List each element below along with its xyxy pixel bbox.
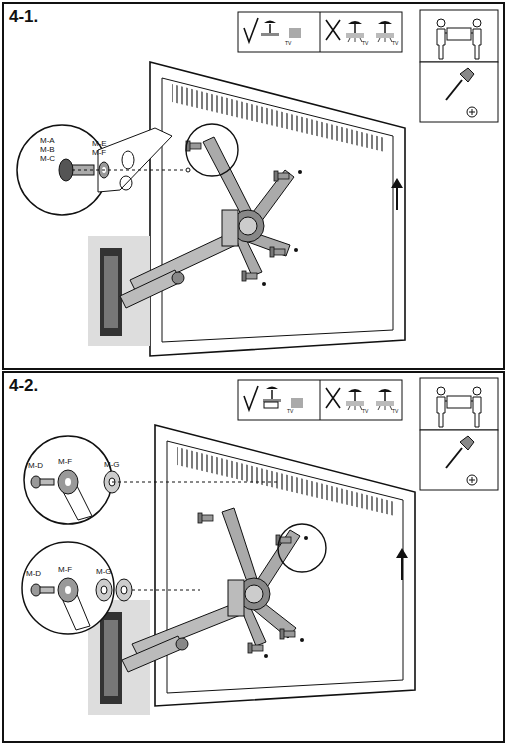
- part-label: M-G: [104, 461, 120, 469]
- part-label: M-B: [40, 146, 55, 154]
- part-label: M-A: [40, 137, 55, 145]
- icon-label: TV: [392, 409, 398, 414]
- icon-label: TV: [287, 409, 293, 414]
- part-label: M-G: [96, 568, 112, 576]
- icon-label: TV: [362, 409, 368, 414]
- part-label: M-F: [58, 566, 72, 574]
- step-number: 4-2.: [9, 377, 38, 394]
- part-label: M-F: [92, 149, 106, 157]
- icon-label: TV: [362, 41, 368, 46]
- icon-label: TV: [285, 41, 291, 46]
- part-label: M-E: [92, 140, 107, 148]
- part-label: M-D: [28, 462, 43, 470]
- part-label: M-C: [40, 155, 55, 163]
- icon-label: TV: [392, 41, 398, 46]
- part-label: M-F: [58, 458, 72, 466]
- part-label: M-D: [26, 570, 41, 578]
- step-number: 4-1.: [9, 8, 38, 25]
